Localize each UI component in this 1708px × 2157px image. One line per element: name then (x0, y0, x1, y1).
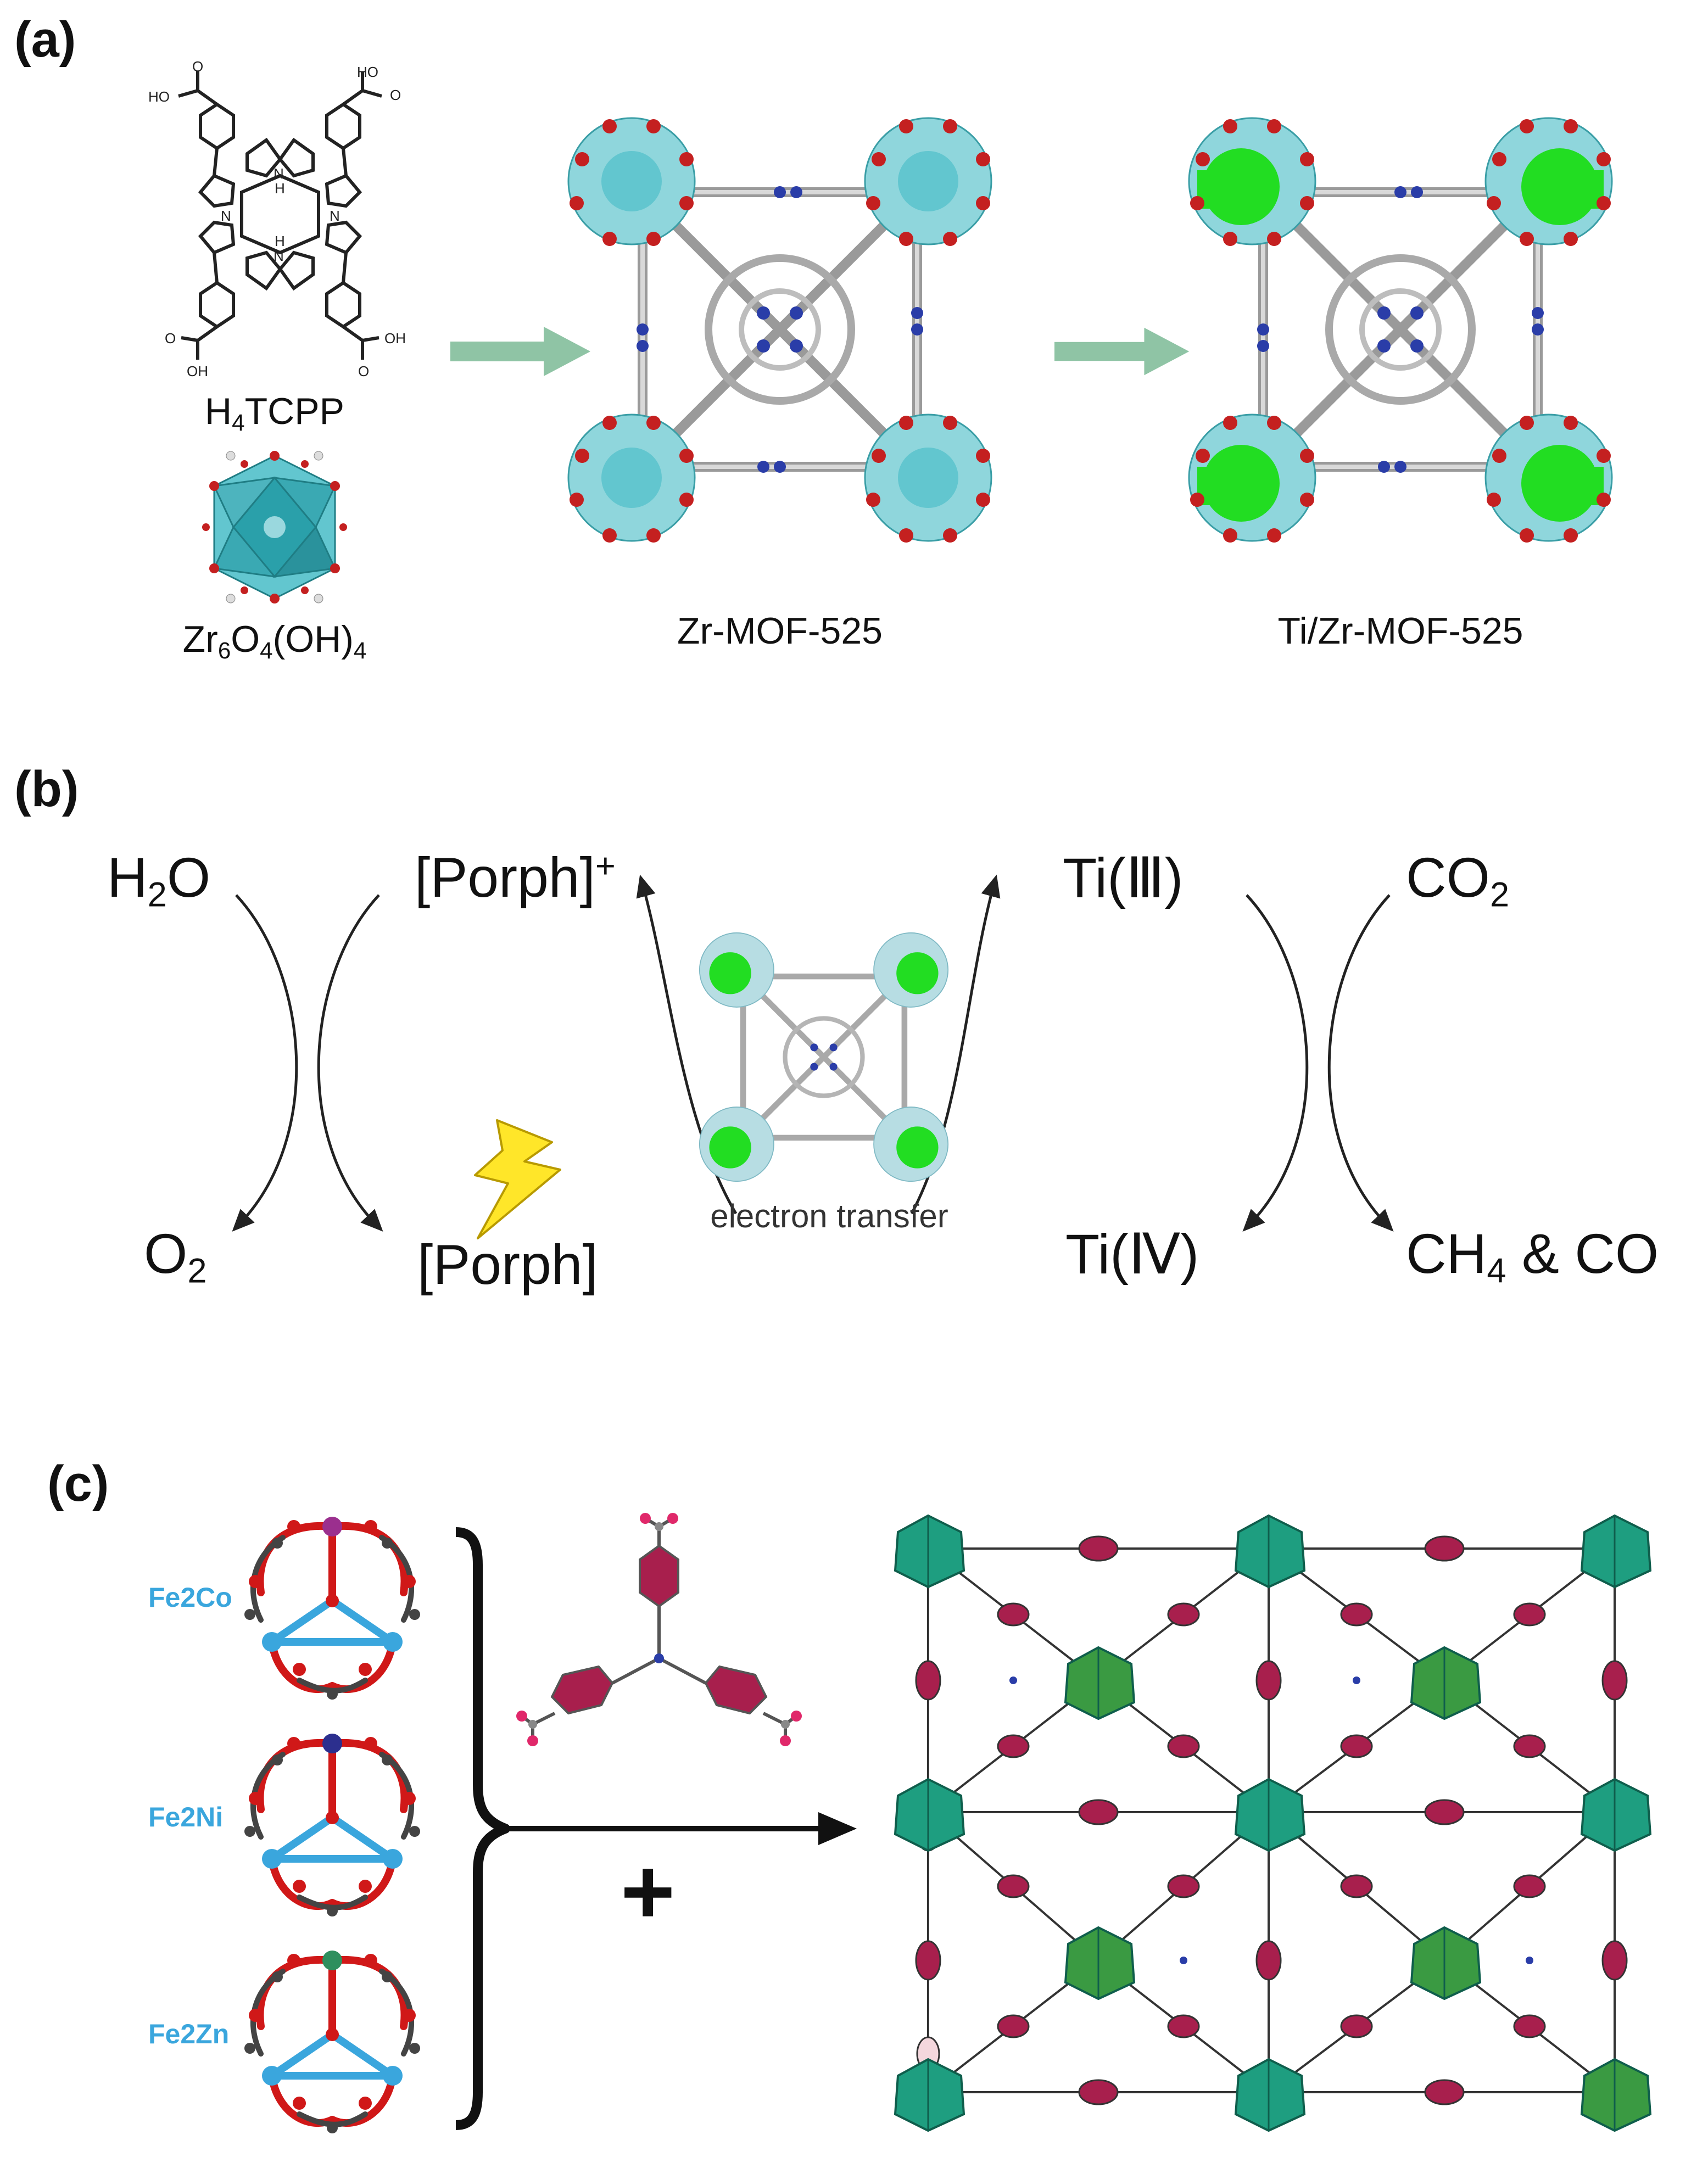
carbonyl-o-label: O (358, 363, 369, 379)
zr6-cluster-caption: Zr6O4(OH)4 (182, 618, 367, 663)
co2-label: CO2 (1406, 846, 1510, 914)
light-bolt-icon (474, 1119, 561, 1239)
hooc-group-label: HO (357, 64, 378, 80)
tricarboxylate-linker-image (516, 1513, 802, 1746)
reaction-bracket-arrow (455, 1527, 857, 2130)
porph-cation-label: [Porph]+ (415, 846, 616, 909)
nitrogen-label: N (273, 248, 284, 264)
nitrogen-label: N (273, 165, 284, 182)
electron-transfer-caption: electron transfer (710, 1198, 948, 1234)
nh-hydrogen-label: H (275, 233, 285, 249)
synthesis-arrow (450, 327, 590, 376)
h4tcpp-structure: HO HO OH OH O O O O N N N N H H (148, 58, 406, 379)
water-oxidation-arrows (232, 894, 383, 1232)
fe2ni-label: Fe2Ni (148, 1802, 224, 1832)
cooh-group-label: OH (384, 330, 406, 347)
carbonyl-o-label: O (390, 87, 401, 103)
nh-hydrogen-label: H (275, 180, 285, 197)
panel-a-label: (a) (14, 12, 76, 68)
carbonyl-o-label: O (165, 330, 176, 347)
h2o-label: H2O (107, 846, 211, 914)
ti3-label: Ti(Ⅲ) (1063, 847, 1184, 909)
porph-label: [Porph] (417, 1233, 598, 1296)
panel-c-label: (c) (47, 1456, 109, 1512)
cooh-group-label: OH (187, 363, 208, 379)
panel-b-label: (b) (14, 761, 79, 817)
o2-label: O2 (144, 1222, 207, 1290)
zr-mof-525-image (567, 117, 992, 543)
fe2zn-label: Fe2Zn (148, 2019, 230, 2049)
fe2m-framework-image (894, 1514, 1652, 2132)
ti-zr-mof-525-caption: Ti/Zr-MOF-525 (1277, 610, 1523, 652)
zr6-cluster-image (202, 451, 347, 603)
zr-mof-525-caption: Zr-MOF-525 (677, 610, 883, 652)
ti4-label: Ti(Ⅳ) (1065, 1223, 1199, 1286)
ti-zr-mof-525-image (1188, 117, 1613, 543)
fe2ni-cluster-image (244, 1734, 420, 1916)
plus-sign: + (621, 1840, 676, 1944)
carbonyl-o-label: O (192, 58, 203, 75)
hooc-group-label: HO (148, 88, 170, 105)
h4tcpp-caption: H4TCPP (205, 390, 344, 435)
fe2zn-cluster-image (244, 1951, 420, 2133)
nitrogen-label: N (221, 208, 231, 224)
fe2co-cluster-image (244, 1517, 420, 1700)
metal-exchange-arrow (1054, 327, 1190, 376)
nitrogen-label: N (330, 208, 340, 224)
fe2co-label: Fe2Co (148, 1582, 232, 1613)
products-label: CH4 & CO (1406, 1222, 1659, 1290)
ti-zr-mof-center-image (699, 932, 949, 1182)
co2-reduction-arrows (1242, 894, 1394, 1232)
